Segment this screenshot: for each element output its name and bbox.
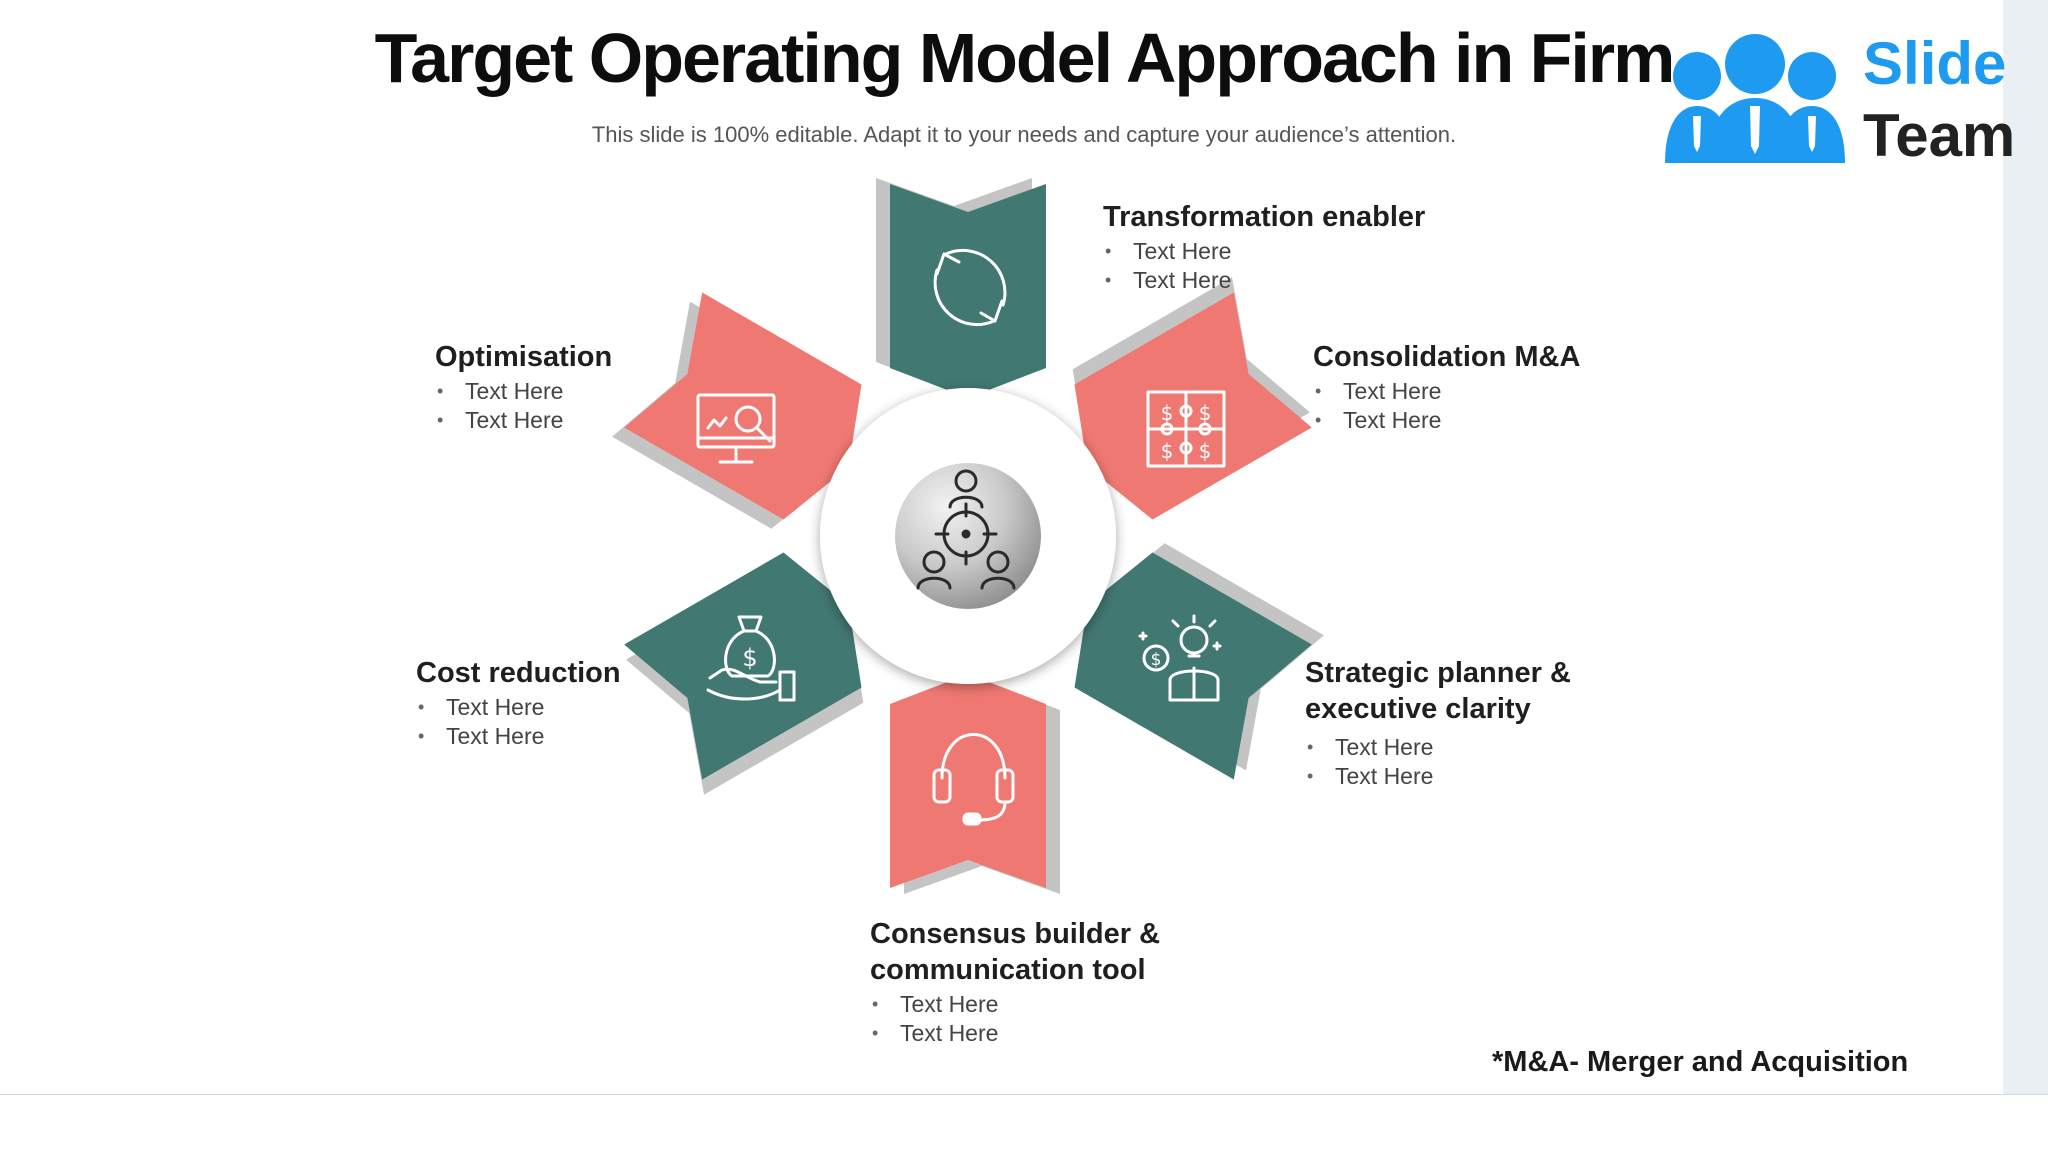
segment-strategic xyxy=(1074,552,1312,780)
logo-word-team: Team xyxy=(1863,102,2016,169)
label-transformation: Transformation enabler Text Here Text He… xyxy=(1103,199,1425,294)
bullet-item: Text Here xyxy=(1313,377,1580,406)
svg-text:$: $ xyxy=(1151,650,1162,670)
label-consolidation: Consolidation M&A Text Here Text Here xyxy=(1313,339,1580,434)
bullet-item: Text Here xyxy=(1103,266,1425,295)
bullet-item: Text Here xyxy=(1305,733,1571,762)
bullet-item: Text Here xyxy=(416,693,621,722)
refresh-icon xyxy=(933,248,1007,327)
label-cost: Cost reduction Text Here Text Here xyxy=(416,655,621,750)
footnote: *M&A- Merger and Acquisition xyxy=(1492,1046,1909,1078)
segment-cost xyxy=(624,552,862,780)
money-bag-hand-icon: $ xyxy=(706,615,796,702)
segment-title-line2: executive clarity xyxy=(1305,693,1531,725)
label-optimisation: Optimisation Text Here Text Here xyxy=(435,339,612,434)
segments-group xyxy=(612,178,1324,894)
svg-text:$: $ xyxy=(742,644,757,672)
svg-text:$: $ xyxy=(1161,401,1174,425)
team-target-icon xyxy=(916,469,1016,590)
bullet-item: Text Here xyxy=(870,1019,1160,1048)
segment-title-line2: communication tool xyxy=(870,954,1146,986)
segment-consensus xyxy=(890,674,1046,888)
label-consensus: Consensus builder & communication tool T… xyxy=(870,916,1160,1047)
bottom-divider xyxy=(0,1094,2048,1095)
idea-person-icon: $ xyxy=(1138,614,1222,702)
segment-title: Consolidation M&A xyxy=(1313,341,1581,373)
segment-transformation xyxy=(890,184,1046,398)
segment-title: Strategic planner & xyxy=(1305,657,1571,689)
logo-word-slide: Slide xyxy=(1863,30,2007,97)
segment-title: Optimisation xyxy=(435,341,613,373)
page-title: Target Operating Model Approach in Firm xyxy=(374,19,1676,97)
bullet-item: Text Here xyxy=(1313,406,1580,435)
headset-icon xyxy=(932,733,1015,826)
bullet-item: Text Here xyxy=(435,377,612,406)
segment-title: Transformation enabler xyxy=(1103,201,1426,233)
svg-text:$: $ xyxy=(1199,439,1212,463)
segment-optimisation xyxy=(624,292,862,520)
page-subtitle: This slide is 100% editable. Adapt it to… xyxy=(591,122,1457,147)
people-logo-icon xyxy=(1665,34,1845,163)
label-strategic: Strategic planner & executive clarity Te… xyxy=(1305,655,1571,790)
bullet-item: Text Here xyxy=(1305,762,1571,791)
segment-title: Consensus builder & xyxy=(870,918,1161,950)
svg-text:$: $ xyxy=(1161,439,1174,463)
puzzle-dollar-icon: $ $ $ $ xyxy=(1146,390,1226,468)
segment-consolidation xyxy=(1074,292,1312,520)
svg-text:$: $ xyxy=(1199,401,1212,425)
segment-title: Cost reduction xyxy=(416,657,621,689)
bullet-item: Text Here xyxy=(416,722,621,751)
monitor-search-icon xyxy=(696,393,776,464)
bullet-item: Text Here xyxy=(435,406,612,435)
right-edge-strip xyxy=(2003,0,2048,1095)
bullet-item: Text Here xyxy=(870,990,1160,1019)
bullet-item: Text Here xyxy=(1103,237,1425,266)
